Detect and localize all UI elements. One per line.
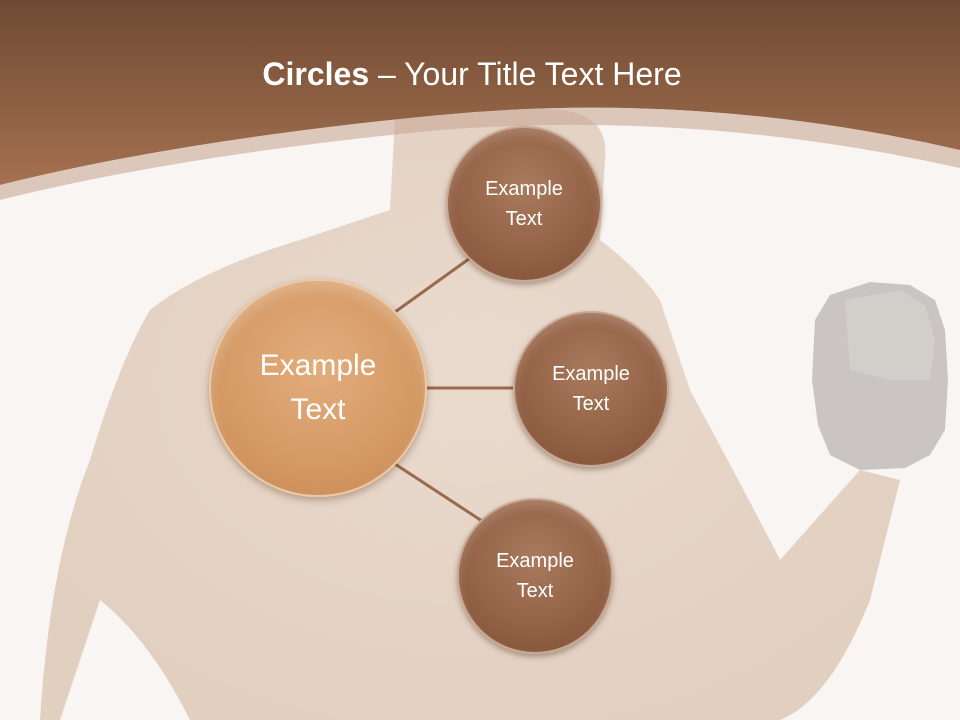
title-rest-part: – Your Title Text Here (369, 56, 682, 92)
connector-bottom (394, 462, 483, 523)
title-bold-part: Circles (262, 56, 370, 92)
node-circle-top[interactable]: Example Text (446, 126, 602, 282)
node-circle-top-label: Example Text (485, 178, 563, 230)
connector-top (394, 254, 474, 314)
node-circle-middle[interactable]: Example Text (513, 311, 669, 467)
slide-title: Circles – Your Title Text Here (0, 52, 944, 96)
center-circle-label: Example Text (259, 349, 377, 426)
center-circle[interactable]: Example Text (209, 279, 427, 497)
node-circle-bottom[interactable]: Example Text (457, 498, 613, 654)
node-circle-bottom-label: Example Text (496, 550, 574, 602)
node-circle-middle-label: Example Text (552, 363, 630, 415)
